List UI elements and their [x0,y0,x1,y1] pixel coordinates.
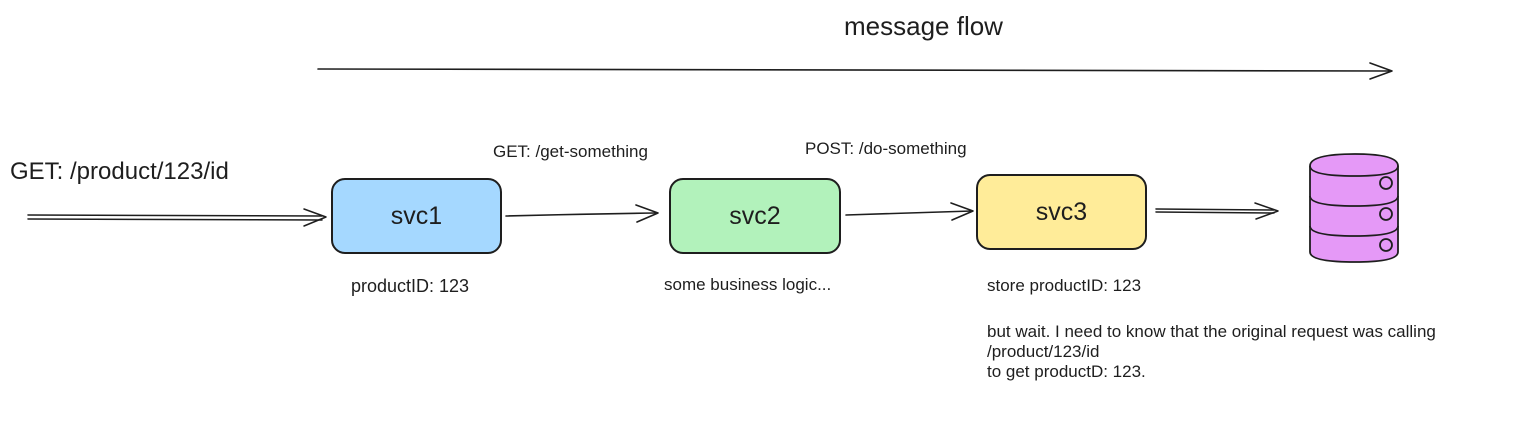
svc2-node: svc2 [669,178,841,254]
svc3-node: svc3 [976,174,1147,250]
svc1-note: productID: 123 [351,276,470,296]
incoming-arrow [27,208,327,227]
edge-label-svc2-svc3: POST: /do-something [805,139,967,158]
callout-line: /product/123/id [987,342,1100,361]
callout-line: but wait. I need to know that the origin… [987,322,1436,341]
callout-line: to get productD: 123. [987,362,1146,381]
incoming-request-label: GET: /product/123/id [10,158,229,185]
svc2-note: some business logic... [664,275,832,294]
arrow-svc1-svc2 [505,204,659,223]
svc3-note: store productID: 123 [987,276,1142,295]
database-icon [1309,153,1399,263]
svc1-label: svc1 [390,201,443,230]
message-flow-title: message flow [844,11,1003,41]
svc1-node: svc1 [331,178,502,254]
edge-label-svc1-svc2: GET: /get-something [493,142,648,161]
message-flow-arrow [317,62,1393,80]
arrow-svc2-svc3 [845,202,974,221]
svc2-label: svc2 [729,201,781,230]
arrow-svc3-database [1155,202,1279,220]
svc3-label: svc3 [1035,197,1088,226]
callout-note: but wait. I need to know that the origin… [987,322,1436,382]
